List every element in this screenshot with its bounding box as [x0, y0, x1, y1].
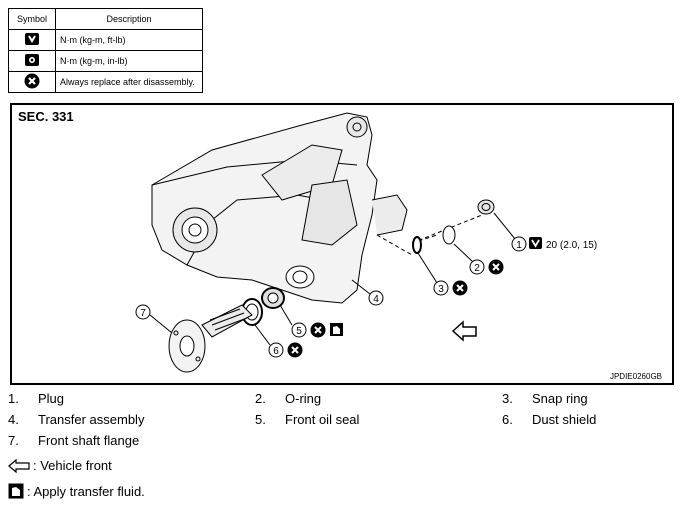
callout-6: 6	[268, 342, 284, 358]
legend-label: O-ring	[285, 391, 322, 406]
legend-label: Dust shield	[532, 412, 597, 427]
apply-fluid-text: : Apply transfer fluid.	[27, 483, 145, 499]
svg-text:3: 3	[438, 284, 444, 295]
legend-number: 4.	[8, 412, 19, 427]
always-replace-icon	[287, 342, 303, 358]
svg-text:6: 6	[273, 346, 279, 357]
legend-label: Plug	[38, 391, 65, 406]
torque-wrench-small-icon	[8, 50, 56, 72]
legend-number: 7.	[8, 433, 19, 448]
legend-label: Snap ring	[532, 391, 588, 406]
callout-1: 1	[511, 236, 527, 252]
vehicle-front-arrow-icon	[8, 458, 30, 473]
legend-number: 3.	[502, 391, 513, 406]
legend-number: 1.	[8, 391, 19, 406]
callout-5: 5	[291, 322, 307, 338]
vehicle-front-text: : Vehicle front	[33, 458, 112, 473]
legend-label: Transfer assembly	[38, 412, 145, 427]
always-replace-icon	[8, 71, 56, 93]
vehicle-front-note: : Vehicle front	[8, 458, 112, 473]
torque-wrench-icon	[8, 29, 56, 51]
svg-text:5: 5	[296, 326, 302, 337]
callout-2: 2	[469, 259, 485, 275]
parts-legend: 1. Plug 2. O-ring 3. Snap ring 4. Transf…	[8, 391, 678, 454]
legend-label: Front oil seal	[285, 412, 360, 427]
legend-number: 6.	[502, 412, 513, 427]
symbol-desc-3: Always replace after disassembly.	[55, 71, 203, 93]
always-replace-icon	[310, 322, 326, 338]
fluid-icon	[8, 483, 24, 499]
symbol-desc-1: N·m (kg-m, ft-lb)	[55, 29, 203, 51]
symbol-desc-2: N·m (kg-m, in-lb)	[55, 50, 203, 72]
svg-text:1: 1	[516, 240, 522, 251]
svg-text:7: 7	[140, 308, 146, 319]
legend-label: Front shaft flange	[38, 433, 140, 448]
apply-fluid-note: : Apply transfer fluid.	[8, 483, 145, 499]
callout-7: 7	[135, 304, 151, 320]
symbol-header: Symbol	[8, 8, 56, 30]
always-replace-icon	[452, 280, 468, 296]
torque-wrench-icon	[529, 237, 542, 249]
legend-number: 5.	[255, 412, 266, 427]
torque-spec: 20 (2.0, 15)	[546, 240, 597, 251]
section-label: SEC. 331	[18, 109, 74, 124]
vehicle-front-arrow-icon	[451, 320, 477, 342]
description-header: Description	[55, 8, 203, 30]
callout-3: 3	[433, 280, 449, 296]
legend-number: 2.	[255, 391, 266, 406]
svg-text:2: 2	[474, 263, 480, 274]
exploded-diagram: SEC. 331	[10, 103, 674, 385]
fluid-icon	[330, 323, 343, 336]
always-replace-icon	[488, 259, 504, 275]
transfer-drawing: 1 2 3 4 5 6 7	[135, 112, 597, 373]
symbol-table: Symbol Description N·m (kg-m, ft-lb) N·m…	[8, 8, 203, 93]
figure-code: JPDIE0260GB	[609, 372, 662, 381]
callout-4: 4	[368, 290, 384, 306]
svg-text:4: 4	[373, 294, 379, 305]
